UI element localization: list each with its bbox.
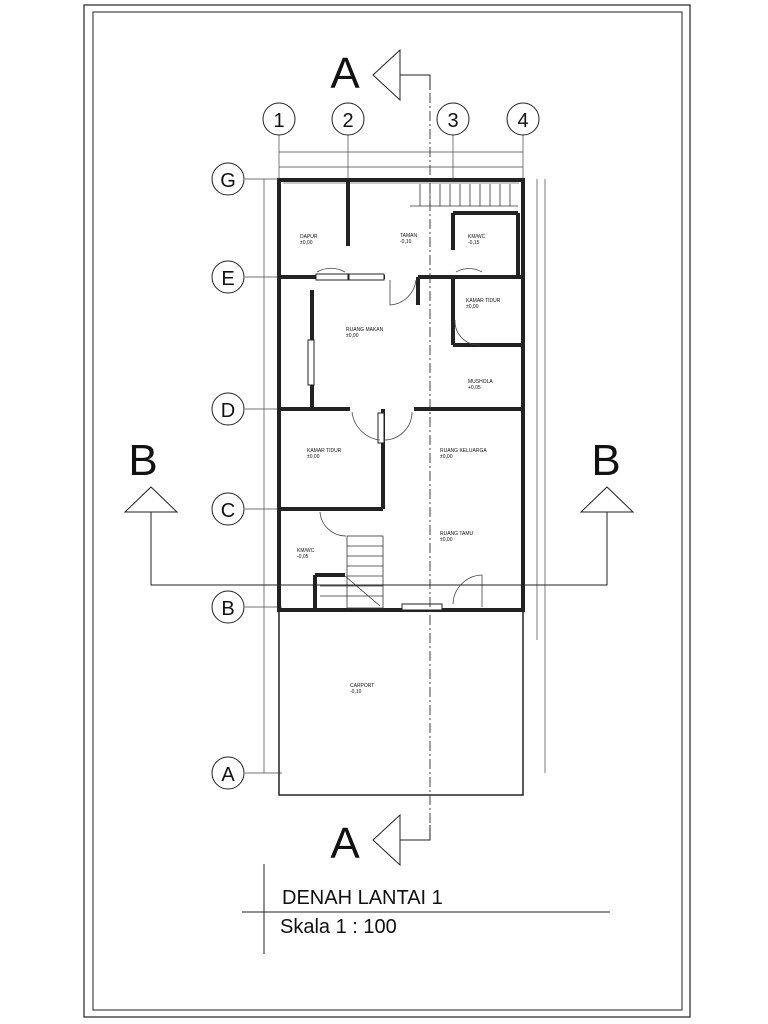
grid-row-label: A [221,764,235,786]
section-line-b [123,486,635,586]
room-name: RUANG MAKAN [346,327,384,333]
room-level: ±0,00 [440,537,453,543]
side-dimension-lines [263,179,546,773]
room-name: KAMAR TIDUR [307,448,342,454]
room-kamar-tidur-lower: KAMAR TIDUR ±0,00 [307,448,342,460]
grid-row-d: D [211,392,282,426]
room-level: -0,05 [297,554,309,560]
room-level: ±0,00 [346,333,359,339]
room-name: KAMAR TIDUR [466,298,501,304]
room-name: MUSHOLA [468,379,493,385]
room-ruang-keluarga: RUANG KELUARGA ±0,00 [440,448,487,460]
grid-col-2: 2 [331,102,365,182]
grid-col-3: 3 [436,102,470,182]
room-name: RUANG TAMU [440,531,474,537]
grid-col-label: 2 [342,110,353,132]
grid-row-label: G [220,170,236,192]
windows [307,273,443,611]
room-level: ±0,00 [307,454,320,460]
room-level: ±0,00 [440,454,453,460]
stairs-lower [320,535,384,609]
room-name: DAPUR [300,234,318,240]
grid-row-g: G [211,162,282,196]
room-taman: TAMAN -0,10 [400,233,418,245]
room-level: -0,10 [400,239,412,245]
grid-row-c: C [211,492,282,526]
drawing-scale: Skala 1 : 100 [280,916,397,938]
inner-border [92,11,683,1011]
room-mushola: MUSHOLA +0,05 [468,379,493,391]
building-outline [277,178,525,796]
room-level: -0,10 [350,689,362,695]
stairs-top [410,184,518,207]
room-kmwc-upper: KM/WC -0,15 [468,234,486,246]
room-level: ±0,00 [300,240,313,246]
grid-row-label: E [221,268,234,290]
grid-row-label: D [221,400,235,422]
grid-col-label: 1 [273,110,284,132]
room-name: CARPORT [350,683,374,689]
room-level: +0,05 [468,385,481,391]
grid-row-b: B [211,590,282,624]
section-marker-a-bottom: A [330,819,360,868]
grid-col-label: 3 [447,110,458,132]
section-line-a [372,48,431,867]
room-kamar-tidur-upper: KAMAR TIDUR ±0,00 [466,298,501,310]
grid-row-label: C [221,500,235,522]
grid-row-label: B [221,598,234,620]
top-dimension-line [279,151,523,168]
room-name: KM/WC [297,548,315,554]
section-marker-b-right: B [591,436,620,485]
grid-col-label: 4 [517,110,528,132]
outer-border [83,4,691,1018]
door-swings [316,267,483,607]
room-name: RUANG KELUARGA [440,448,487,454]
room-ruang-makan: RUANG MAKAN ±0,00 [346,327,384,339]
room-dapur: DAPUR ±0,00 [300,234,318,246]
room-ruang-tamu: RUANG TAMU ±0,00 [440,531,474,543]
room-name: TAMAN [400,233,418,239]
grid-col-1: 1 [262,102,296,182]
room-level: ±0,00 [466,304,479,310]
grid-col-4: 4 [506,102,540,182]
room-kmwc-lower: KM/WC -0,05 [297,548,315,560]
grid-row-e: E [211,260,282,294]
room-level: -0,15 [468,240,480,246]
section-marker-a-top: A [330,49,360,98]
title-block: DENAH LANTAI 1 Skala 1 : 100 [242,864,610,954]
interior-walls [279,182,523,610]
grid-row-a: A [211,756,282,790]
room-name: KM/WC [468,234,486,240]
drawing-title: DENAH LANTAI 1 [282,887,443,909]
section-marker-b-left: B [128,436,157,485]
room-carport: CARPORT -0,10 [350,683,374,695]
